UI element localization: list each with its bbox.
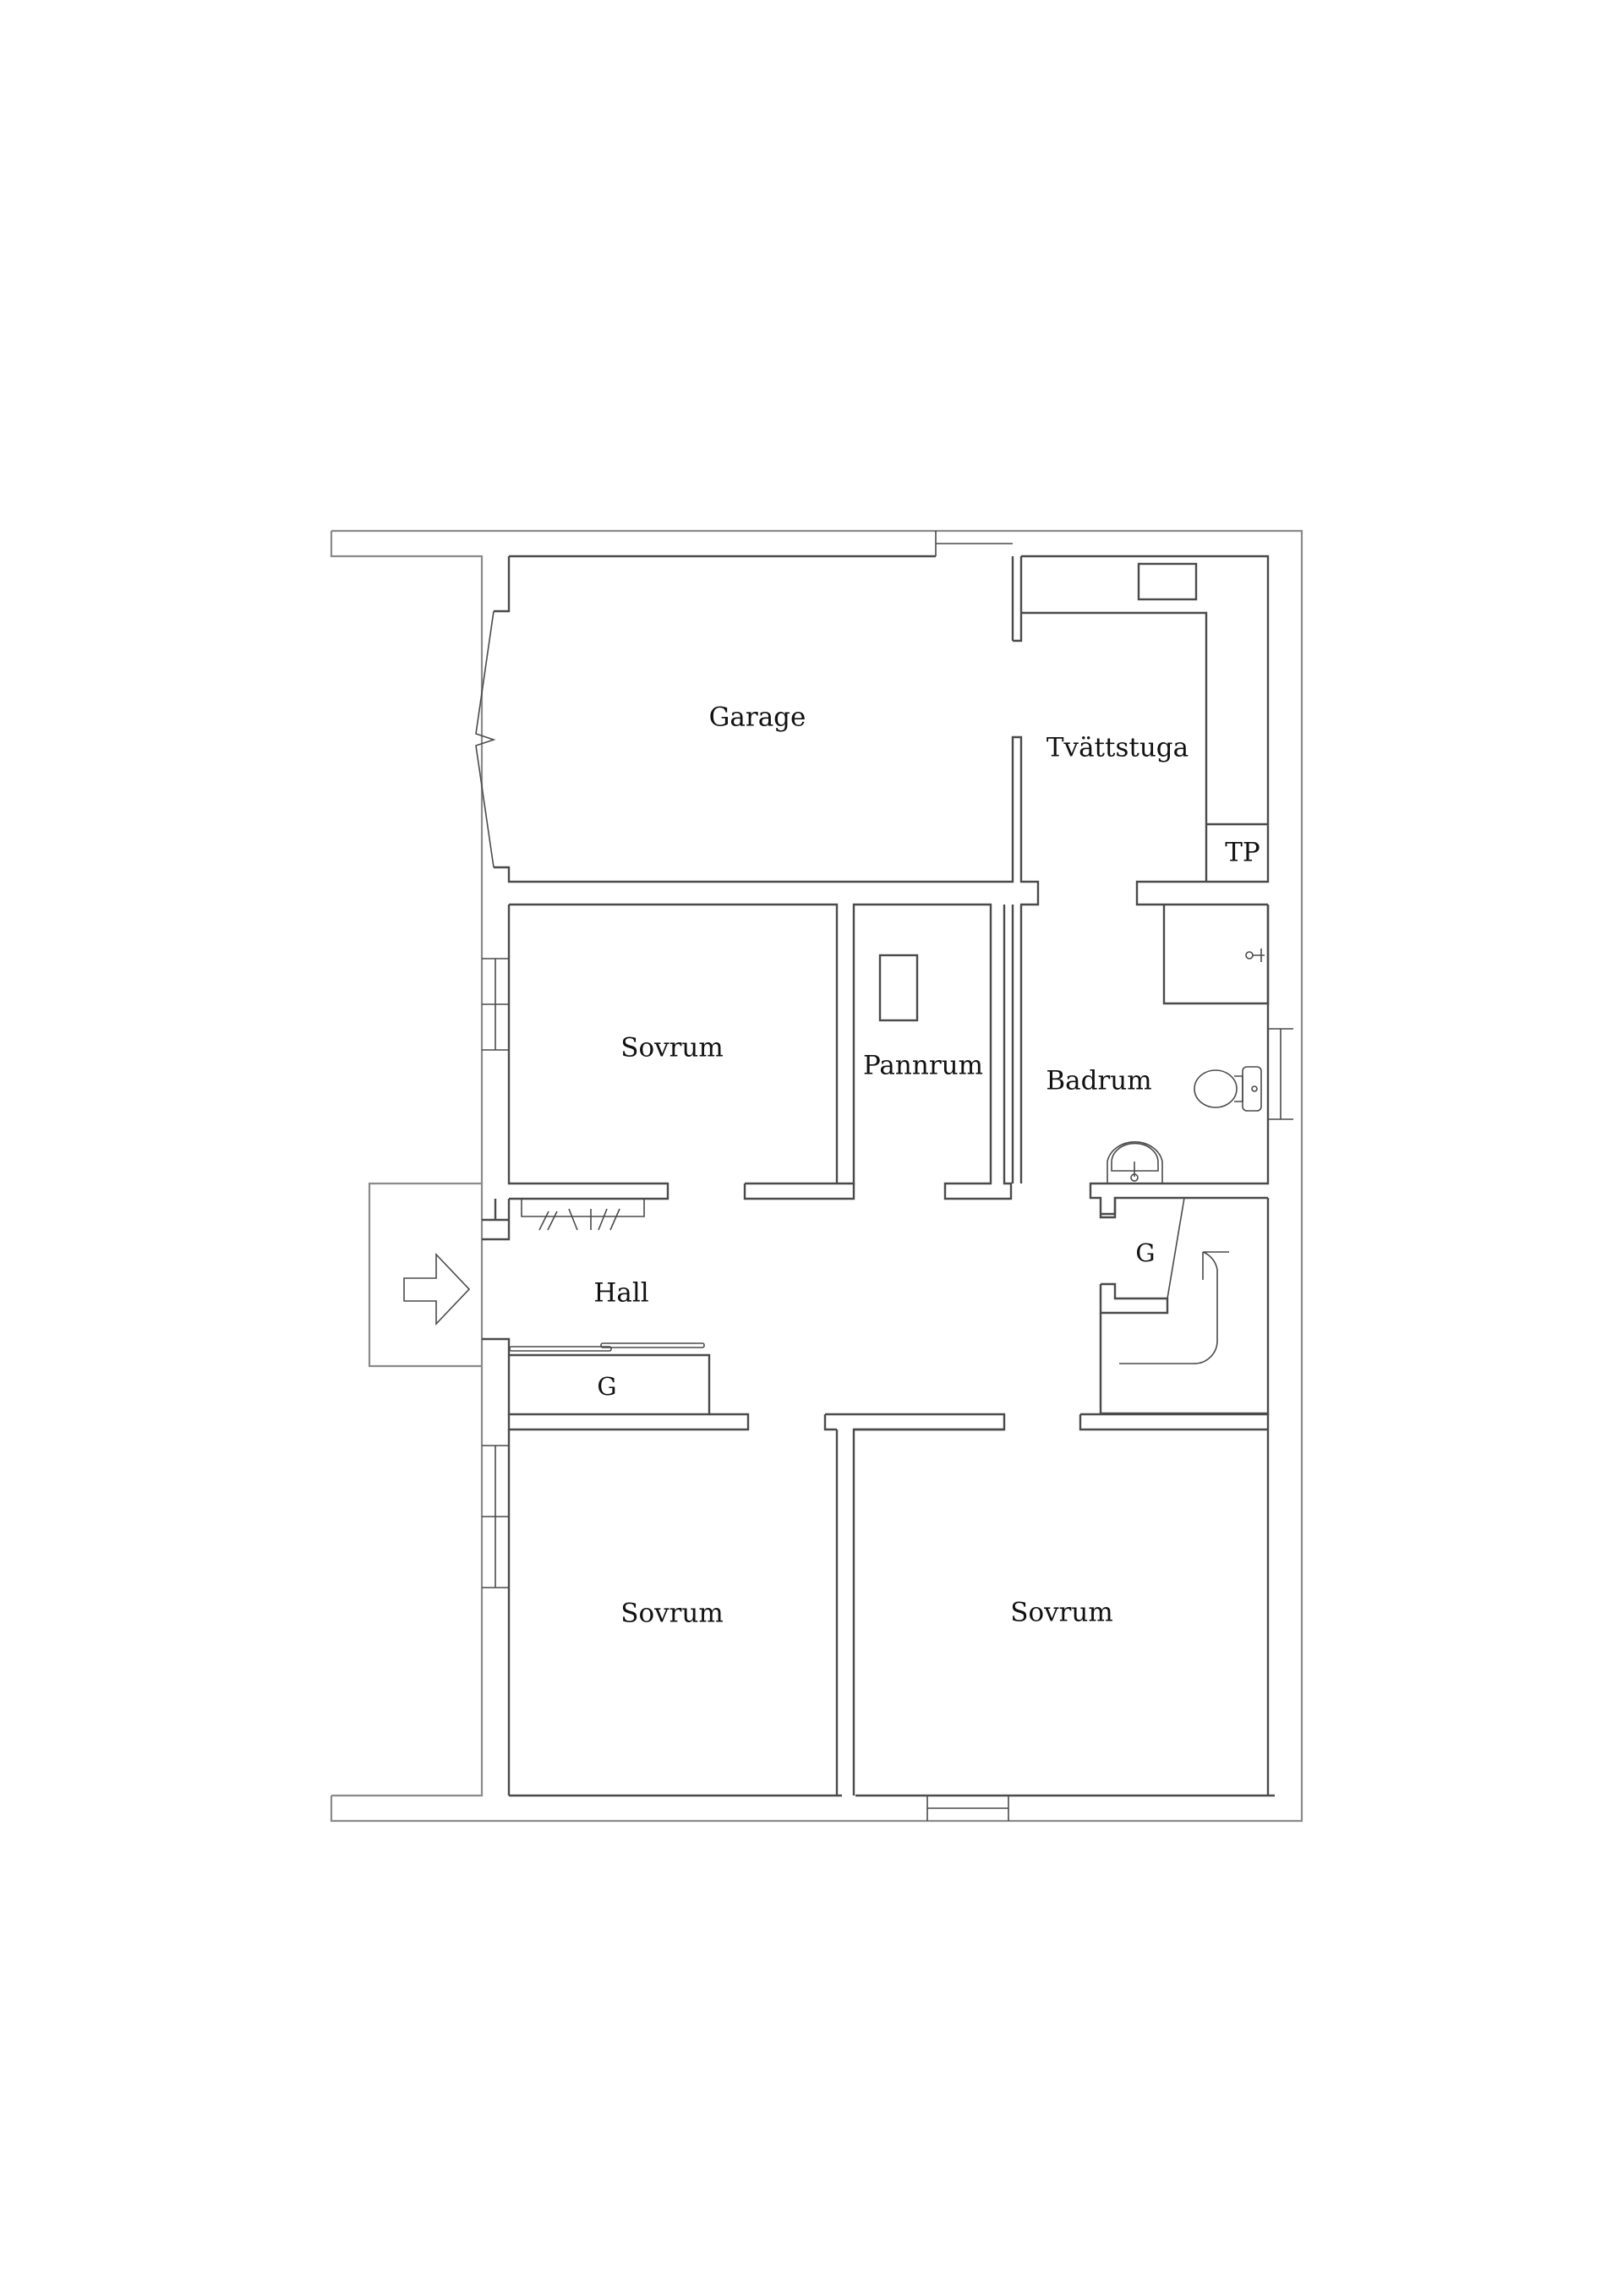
- arrow-right-icon: [403, 1252, 471, 1326]
- label-hall-closet: G: [597, 1372, 616, 1401]
- window-bottom: [926, 1796, 1009, 1821]
- boiler-icon: [878, 954, 919, 1022]
- label-bathroom: Badrum: [1046, 1066, 1151, 1096]
- label-bedroom-bottom-left: Sovrum: [620, 1599, 724, 1629]
- outer-wall: [330, 529, 1303, 1823]
- room-garage: [494, 556, 1040, 906]
- sliding-door-icon: [509, 1342, 705, 1352]
- washer-icon: [1137, 562, 1198, 601]
- sink-icon: [1107, 1141, 1163, 1184]
- room-bedroom-bottom-right: [854, 1413, 1270, 1796]
- entrance-porch: [368, 1182, 482, 1368]
- toilet-icon: [1194, 1066, 1262, 1112]
- window-left-upper: [482, 958, 509, 1051]
- room-laundry: [1021, 555, 1270, 906]
- coat-rack-icon: [538, 1208, 620, 1231]
- room-bedroom-top: [507, 903, 1013, 1200]
- room-boiler: [878, 954, 919, 1022]
- label-bath-closet: G: [1135, 1238, 1155, 1267]
- room-bath-closet: [1099, 1197, 1270, 1415]
- label-garage: Garage: [709, 702, 806, 733]
- shower-icon: [1245, 948, 1265, 962]
- room-hall-closet: [482, 1337, 750, 1431]
- label-boiler-room: Pannrum: [863, 1051, 983, 1081]
- folding-door-icon: [475, 610, 496, 868]
- room-bedroom-bottom-left: [507, 1413, 1006, 1796]
- label-bedroom-top: Sovrum: [620, 1033, 724, 1063]
- room-hall: [482, 1199, 645, 1241]
- window-top: [935, 531, 1013, 556]
- label-laundry: Tvättstuga: [1046, 733, 1189, 763]
- label-bedroom-bottom-right: Sovrum: [1010, 1598, 1113, 1628]
- label-hall: Hall: [593, 1278, 648, 1309]
- label-technical-space: TP: [1225, 838, 1260, 868]
- window-left-lower: [482, 1445, 509, 1588]
